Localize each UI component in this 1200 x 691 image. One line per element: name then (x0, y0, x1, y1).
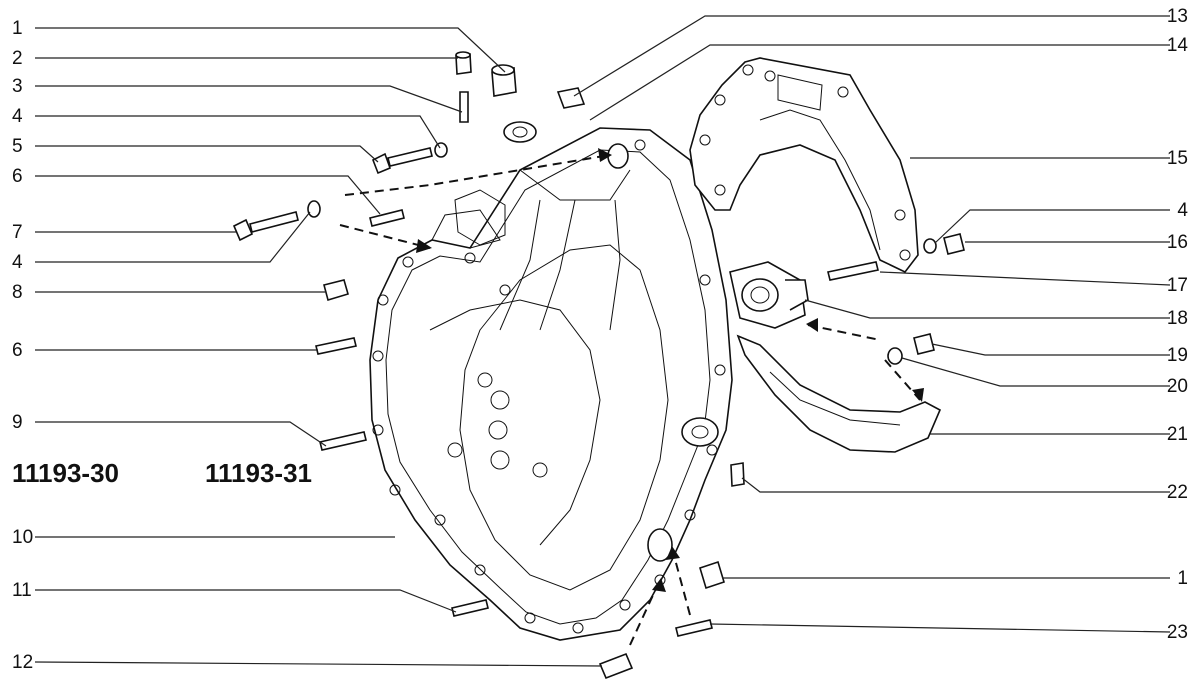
callout-16: 16 (1167, 232, 1188, 253)
callout-12: 12 (12, 652, 33, 673)
callout-4-right: 4 (1177, 200, 1188, 221)
callout-1-right: 1 (1177, 568, 1188, 589)
leader-lines (34, 15, 1171, 667)
callout-18: 18 (1167, 308, 1188, 329)
input-seal-housing (729, 261, 809, 329)
callout-6: 6 (12, 166, 23, 187)
callout-17: 17 (1167, 275, 1188, 296)
assembly-arrows (339, 148, 924, 646)
callout-19: 19 (1167, 345, 1188, 366)
callout-10: 10 (12, 527, 33, 548)
lower-guard (736, 334, 942, 453)
callout-8: 8 (12, 282, 23, 303)
callout-7: 7 (12, 222, 23, 243)
callout-15: 15 (1167, 148, 1188, 169)
callout-11: 11 (12, 580, 32, 601)
flange-bolt-holes (372, 139, 726, 634)
clutch-housing (369, 121, 733, 641)
callouts-right: 13 14 15 4 16 17 18 19 20 21 22 1 23 (1167, 6, 1189, 643)
callout-1: 1 (12, 18, 23, 39)
callout-23: 23 (1167, 622, 1188, 643)
callout-22: 22 (1167, 482, 1188, 503)
callout-14: 14 (1167, 35, 1189, 56)
callout-4: 4 (12, 106, 23, 127)
callout-4b: 4 (12, 252, 23, 273)
callout-21: 21 (1167, 424, 1188, 445)
callout-6b: 6 (12, 340, 23, 361)
callout-2: 2 (12, 48, 23, 69)
callout-9: 9 (12, 412, 23, 433)
small-parts (232, 51, 965, 680)
callout-3: 3 (12, 76, 23, 97)
callouts-left: 1 2 3 4 5 6 7 4 8 6 9 10 11 12 (12, 18, 33, 673)
callout-13: 13 (1167, 6, 1188, 27)
model-code-1: 11193-30 (12, 458, 119, 488)
callout-5: 5 (12, 136, 23, 157)
model-code-2: 11193-31 (205, 458, 312, 488)
callout-20: 20 (1167, 376, 1188, 397)
cover-plate (689, 57, 919, 274)
